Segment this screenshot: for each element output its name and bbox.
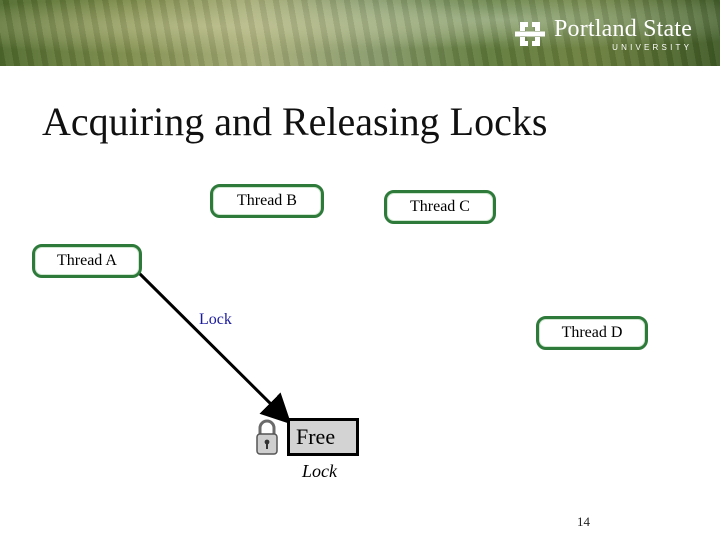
university-logo: Portland State UNIVERSITY xyxy=(512,14,692,54)
thread-a: Thread A xyxy=(32,244,142,278)
padlock-icon xyxy=(256,419,278,455)
thread-c: Thread C xyxy=(384,190,496,224)
thread-d: Thread D xyxy=(536,316,648,350)
lock-caption: Lock xyxy=(302,461,337,481)
thread-a-to-lock-arrow xyxy=(136,270,292,425)
logo-name: Portland State xyxy=(554,15,693,42)
slide-title: Acquiring and Releasing Locks xyxy=(42,99,548,144)
header-banner xyxy=(0,0,720,66)
logo-subtitle: UNIVERSITY xyxy=(612,42,693,52)
lock-label: Lock xyxy=(199,311,232,328)
page-number: 14 xyxy=(577,514,590,529)
thread-b: Thread B xyxy=(210,184,324,218)
psu-logo-icon xyxy=(515,22,545,46)
lock-state-box: Free xyxy=(287,418,359,456)
